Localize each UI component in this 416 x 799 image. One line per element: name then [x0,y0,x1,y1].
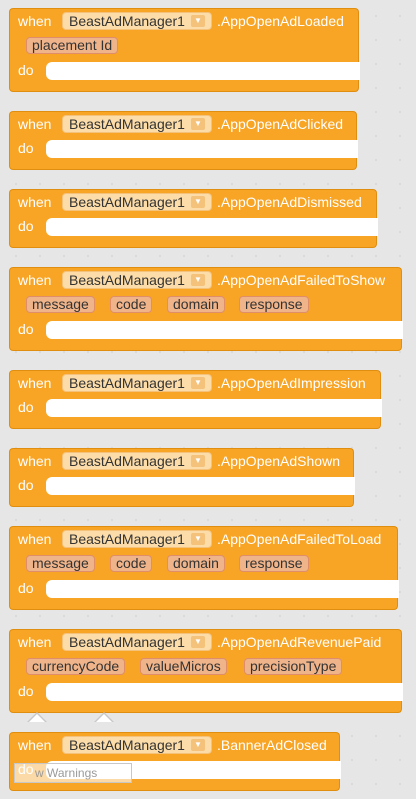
do-keyword: do [18,62,34,78]
chevron-down-icon[interactable]: ▼ [190,377,205,389]
param-placement-id[interactable]: placement Id [26,37,119,54]
param-code[interactable]: code [110,296,153,313]
component-dropdown[interactable]: BeastAdManager1 ▼ [62,736,212,754]
do-keyword: do [18,399,34,415]
do-statement-slot[interactable] [46,683,403,701]
chevron-down-icon[interactable]: ▼ [190,196,205,208]
param-value-micros[interactable]: valueMicros [140,658,227,675]
when-keyword: when [18,116,52,132]
param-precision-type[interactable]: precisionType [244,658,343,675]
component-dropdown[interactable]: BeastAdManager1 ▼ [62,115,212,133]
chevron-down-icon[interactable]: ▼ [190,118,205,130]
component-name: BeastAdManager1 [69,116,185,132]
component-name: BeastAdManager1 [69,13,185,29]
chevron-down-icon[interactable]: ▼ [190,274,205,286]
do-statement-slot[interactable] [46,477,355,495]
component-dropdown[interactable]: BeastAdManager1 ▼ [62,271,212,289]
component-dropdown[interactable]: BeastAdManager1 ▼ [62,12,212,30]
do-keyword: do [18,218,34,234]
component-name: BeastAdManager1 [69,375,185,391]
event-block-app-open-ad-revenue-paid[interactable]: when BeastAdManager1 ▼ .AppOpenAdRevenue… [9,629,403,713]
event-block-app-open-ad-impression[interactable]: when BeastAdManager1 ▼ .AppOpenAdImpress… [9,370,382,429]
when-keyword: when [18,634,52,650]
when-keyword: when [18,194,52,210]
param-response[interactable]: response [239,296,309,313]
show-warnings-button[interactable]: w Warnings [14,763,132,783]
when-keyword: when [18,453,52,469]
chevron-down-icon[interactable]: ▼ [190,533,205,545]
do-statement-slot[interactable] [46,218,378,236]
param-response[interactable]: response [239,555,309,572]
do-statement-slot[interactable] [46,62,360,80]
component-name: BeastAdManager1 [69,737,185,753]
event-block-app-open-ad-failed-to-load[interactable]: when BeastAdManager1 ▼ .AppOpenAdFailedT… [9,526,399,610]
event-block-app-open-ad-dismissed[interactable]: when BeastAdManager1 ▼ .AppOpenAdDismiss… [9,189,378,248]
chevron-down-icon[interactable]: ▼ [190,739,205,751]
param-code[interactable]: code [110,555,153,572]
param-message[interactable]: message [26,555,95,572]
param-domain[interactable]: domain [167,555,225,572]
param-currency-code[interactable]: currencyCode [26,658,126,675]
param-message[interactable]: message [26,296,95,313]
component-dropdown[interactable]: BeastAdManager1 ▼ [62,530,212,548]
event-block-app-open-ad-loaded[interactable]: when BeastAdManager1 ▼ .AppOpenAdLoaded … [9,8,360,92]
collapse-up-icon[interactable] [94,712,114,722]
component-name: BeastAdManager1 [69,272,185,288]
component-name: BeastAdManager1 [69,531,185,547]
event-name: .AppOpenAdImpression [217,375,366,391]
when-keyword: when [18,375,52,391]
do-statement-slot[interactable] [46,580,399,598]
component-name: BeastAdManager1 [69,634,185,650]
do-statement-slot[interactable] [46,140,358,158]
component-dropdown[interactable]: BeastAdManager1 ▼ [62,193,212,211]
event-block-app-open-ad-shown[interactable]: when BeastAdManager1 ▼ .AppOpenAdShown d… [9,448,355,507]
event-block-app-open-ad-clicked[interactable]: when BeastAdManager1 ▼ .AppOpenAdClicked… [9,111,358,170]
do-keyword: do [18,477,34,493]
event-name: .BannerAdClosed [217,737,327,753]
do-statement-slot[interactable] [46,399,382,417]
event-block-app-open-ad-failed-to-show[interactable]: when BeastAdManager1 ▼ .AppOpenAdFailedT… [9,267,403,351]
chevron-down-icon[interactable]: ▼ [190,455,205,467]
collapse-up-icon[interactable] [27,712,47,722]
event-name: .AppOpenAdLoaded [217,13,344,29]
do-statement-slot[interactable] [46,321,403,339]
when-keyword: when [18,13,52,29]
when-keyword: when [18,531,52,547]
event-name: .AppOpenAdFailedToLoad [217,531,382,547]
when-keyword: when [18,737,52,753]
chevron-down-icon[interactable]: ▼ [190,15,205,27]
component-dropdown[interactable]: BeastAdManager1 ▼ [62,452,212,470]
event-name: .AppOpenAdShown [217,453,340,469]
chevron-down-icon[interactable]: ▼ [190,636,205,648]
event-name: .AppOpenAdDismissed [217,194,362,210]
param-domain[interactable]: domain [167,296,225,313]
event-name: .AppOpenAdFailedToShow [217,272,386,288]
component-dropdown[interactable]: BeastAdManager1 ▼ [62,633,212,651]
when-keyword: when [18,272,52,288]
event-name: .AppOpenAdRevenuePaid [217,634,382,650]
component-dropdown[interactable]: BeastAdManager1 ▼ [62,374,212,392]
do-keyword: do [18,140,34,156]
component-name: BeastAdManager1 [69,194,185,210]
do-keyword: do [18,321,34,337]
component-name: BeastAdManager1 [69,453,185,469]
event-name: .AppOpenAdClicked [217,116,344,132]
do-keyword: do [18,580,34,596]
do-keyword: do [18,683,34,699]
